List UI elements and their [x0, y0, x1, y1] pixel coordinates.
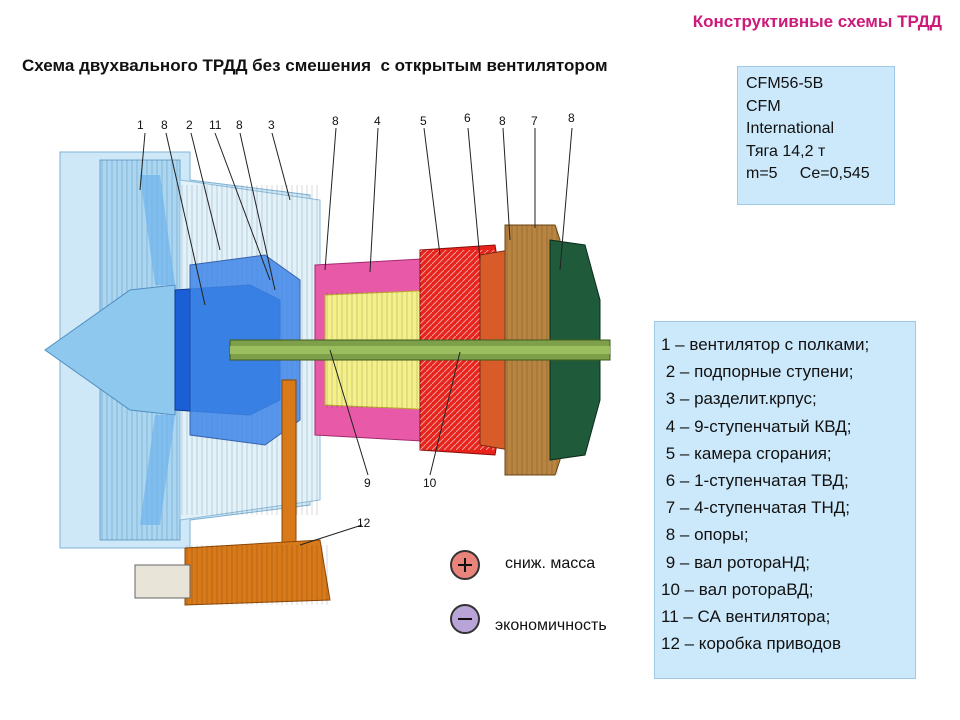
legend-item: 6 – 1-ступенчатая ТВД; — [661, 471, 849, 491]
fan-blade — [140, 175, 175, 285]
callout-label: 9 — [364, 476, 371, 490]
legend-item: 3 – разделит.крпус; — [661, 389, 817, 409]
legend-item: 9 – вал ротораНД; — [661, 552, 811, 572]
fan-blade — [140, 415, 175, 525]
minus-label: экономичность — [495, 617, 607, 634]
legend-item: 1 – вентилятор с полками; — [661, 335, 870, 354]
callout-label: 6 — [464, 111, 471, 125]
legend-item: 2 – подпорные ступени; — [661, 362, 854, 382]
callout-label: 8 — [236, 118, 243, 132]
callout-label: 3 — [268, 118, 275, 132]
gearbox-tube — [281, 379, 297, 556]
callout-label: 7 — [531, 114, 538, 128]
callout-label: 2 — [186, 118, 193, 132]
plus-label: сниж. масса — [505, 555, 596, 572]
callout-label: 1 — [137, 118, 144, 132]
gearbox-hatch — [185, 545, 330, 605]
legend-item: 10 – вал ротораВД; — [661, 579, 814, 599]
plus-icon — [450, 550, 480, 580]
spec-line: CFM56-5B — [746, 75, 824, 92]
shaft-core — [230, 346, 610, 354]
callout-label: 8 — [161, 118, 168, 132]
spec-line: CFM — [746, 97, 781, 115]
callout-label: 12 — [357, 516, 371, 530]
callout-label: 4 — [374, 114, 381, 128]
legend-item: 4 – 9-ступенчатый КВД; — [661, 416, 852, 436]
legend-box: 1 – вентилятор с полками; 2 – подпорные … — [654, 321, 916, 679]
callout-label: 10 — [423, 476, 437, 490]
header-title: Конструктивные схемы ТРДД — [692, 12, 942, 31]
legend-item: 5 – камера сгорания; — [661, 443, 832, 463]
legend-item: 7 – 4-ступенчатая ТНД; — [661, 498, 851, 518]
spec-line: m=5 Ce=0,545 — [746, 165, 870, 182]
callout-label: 8 — [332, 114, 339, 128]
page-title: Схема двухвального ТРДД без смешения с о… — [22, 56, 608, 75]
spec-box: CFM56-5B CFM International Тяга 14,2 т m… — [737, 66, 895, 205]
callout-label: 8 — [568, 111, 575, 125]
spec-line: Тяга 14,2 т — [746, 142, 826, 160]
minus-icon — [450, 604, 480, 634]
spec-line: International — [746, 120, 835, 137]
legend-item: 12 – коробка приводов — [661, 634, 842, 654]
callout-label: 8 — [499, 114, 506, 128]
legend-item: 8 – опоры; — [661, 525, 749, 545]
gearbox-accessory — [134, 564, 191, 599]
callout-label: 11 — [209, 118, 222, 132]
callout-label: 5 — [420, 114, 427, 128]
legend-item: 11 – СА вентилятора; — [661, 607, 831, 627]
